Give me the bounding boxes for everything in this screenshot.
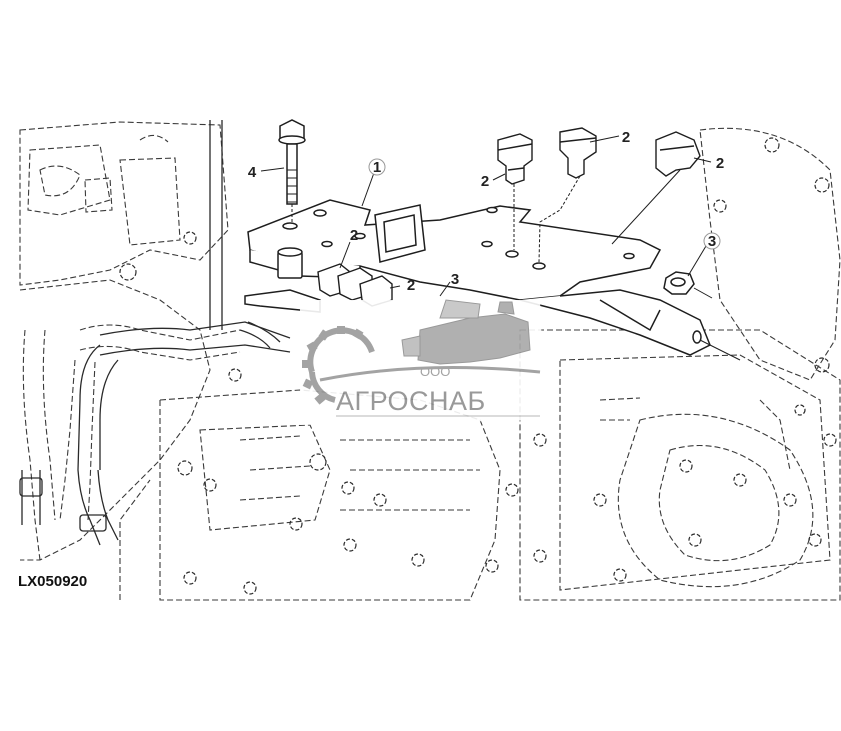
callout-1: 1 bbox=[373, 159, 381, 176]
main-bracket bbox=[244, 199, 711, 356]
callout-3-b-circle bbox=[703, 232, 721, 250]
clip-fasteners bbox=[317, 127, 701, 307]
watermark-company-type: ООО bbox=[420, 364, 450, 379]
bolt-part-4 bbox=[278, 119, 306, 205]
figure-code: LX050920 bbox=[18, 573, 87, 590]
callout-2-d: 2 bbox=[350, 227, 358, 244]
engine-bosses bbox=[119, 137, 837, 595]
leader-lines bbox=[260, 135, 741, 361]
harvester-logo-icon bbox=[319, 299, 541, 382]
gear-teeth-icon bbox=[302, 326, 364, 405]
callout-4: 4 bbox=[248, 164, 257, 181]
callout-2-e: 2 bbox=[407, 277, 415, 294]
gear-logo-icon bbox=[307, 327, 375, 403]
callout-2-c: 2 bbox=[716, 155, 724, 172]
callout-2-b: 2 bbox=[481, 173, 489, 190]
callout-2-a: 2 bbox=[622, 129, 630, 146]
hoses bbox=[19, 120, 291, 546]
callout-3-a: 3 bbox=[451, 271, 459, 288]
callouts: 1 2 2 2 2 2 2 3 3 4 bbox=[248, 129, 724, 294]
watermark-company-name: АГРОСНАБ bbox=[336, 386, 486, 416]
callout-1-circle bbox=[368, 158, 386, 176]
callout-3-b: 3 bbox=[708, 233, 716, 250]
nut-part-3 bbox=[663, 271, 695, 295]
engine-background bbox=[19, 121, 841, 601]
agrosnab-watermark: ООО АГРОСНАБ bbox=[300, 299, 545, 425]
